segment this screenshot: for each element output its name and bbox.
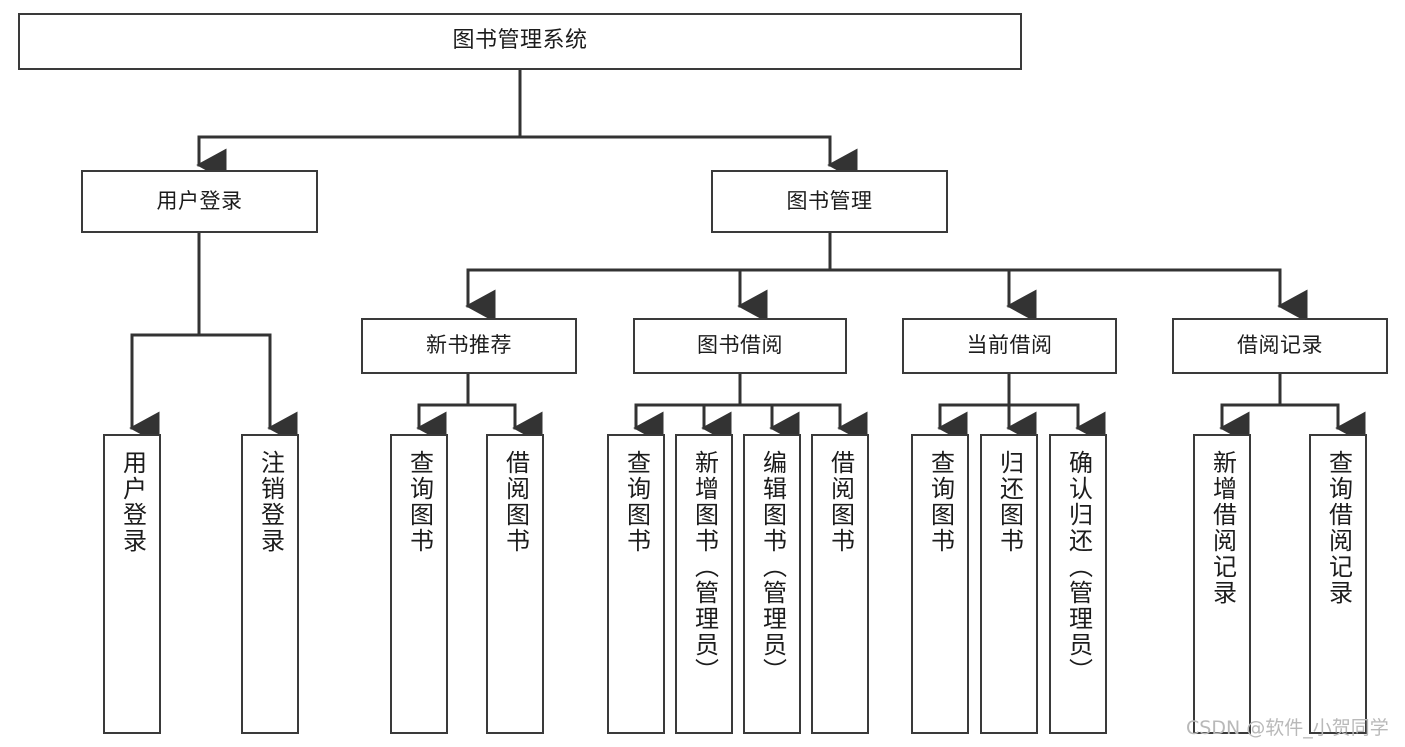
- leaf-user-login-logout[interactable]: 注销登录: [241, 434, 299, 734]
- node-user-login[interactable]: 用户登录: [81, 170, 318, 233]
- leaf-current-borrow-query-label: 查询图书: [926, 450, 955, 554]
- node-new-book-recommend-label: 新书推荐: [426, 333, 512, 358]
- leaf-book-borrow-query[interactable]: 查询图书: [607, 434, 665, 734]
- node-book-borrow[interactable]: 图书借阅: [633, 318, 847, 374]
- node-book-management[interactable]: 图书管理: [711, 170, 948, 233]
- leaf-user-login-login-label: 用户登录: [118, 450, 147, 554]
- leaf-new-book-query[interactable]: 查询图书: [390, 434, 448, 734]
- watermark-text: CSDN @软件_小贺同学: [1186, 717, 1389, 739]
- node-current-borrow[interactable]: 当前借阅: [902, 318, 1117, 374]
- leaf-book-borrow-query-label: 查询图书: [622, 450, 651, 554]
- leaf-current-borrow-query[interactable]: 查询图书: [911, 434, 969, 734]
- leaf-borrow-record-add-label: 新增借阅记录: [1208, 450, 1237, 606]
- leaf-user-login-login[interactable]: 用户登录: [103, 434, 161, 734]
- node-borrow-record-label: 借阅记录: [1237, 333, 1323, 358]
- leaf-new-book-borrow[interactable]: 借阅图书: [486, 434, 544, 734]
- leaf-book-borrow-add-label: 新增图书（管理员）: [690, 450, 719, 684]
- leaf-new-book-query-label: 查询图书: [405, 450, 434, 554]
- leaf-new-book-borrow-label: 借阅图书: [501, 450, 530, 554]
- leaf-user-login-logout-label: 注销登录: [256, 450, 285, 554]
- node-book-management-label: 图书管理: [786, 188, 873, 213]
- leaf-borrow-record-add[interactable]: 新增借阅记录: [1193, 434, 1251, 734]
- leaf-book-borrow-edit-label: 编辑图书（管理员）: [758, 450, 787, 684]
- leaf-book-borrow-borrow-label: 借阅图书: [826, 450, 855, 554]
- leaf-book-borrow-edit[interactable]: 编辑图书（管理员）: [743, 434, 801, 734]
- leaf-borrow-record-query[interactable]: 查询借阅记录: [1309, 434, 1367, 734]
- node-new-book-recommend[interactable]: 新书推荐: [361, 318, 577, 374]
- leaf-current-borrow-confirm-label: 确认归还（管理员）: [1064, 450, 1093, 684]
- node-root-system-label: 图书管理系统: [452, 28, 588, 54]
- node-user-login-label: 用户登录: [156, 188, 243, 213]
- node-root-system[interactable]: 图书管理系统: [18, 13, 1022, 70]
- leaf-book-borrow-borrow[interactable]: 借阅图书: [811, 434, 869, 734]
- node-book-borrow-label: 图书借阅: [697, 333, 783, 358]
- leaf-current-borrow-return[interactable]: 归还图书: [980, 434, 1038, 734]
- leaf-book-borrow-add[interactable]: 新增图书（管理员）: [675, 434, 733, 734]
- leaf-current-borrow-confirm[interactable]: 确认归还（管理员）: [1049, 434, 1107, 734]
- node-borrow-record[interactable]: 借阅记录: [1172, 318, 1388, 374]
- leaf-current-borrow-return-label: 归还图书: [995, 450, 1024, 554]
- node-current-borrow-label: 当前借阅: [966, 333, 1053, 358]
- leaf-borrow-record-query-label: 查询借阅记录: [1324, 450, 1353, 606]
